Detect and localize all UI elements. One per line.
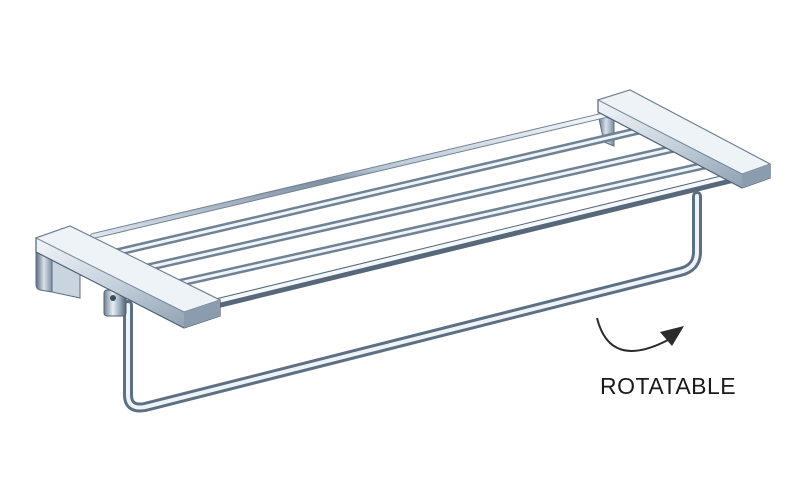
rotating-towel-bar	[123, 191, 702, 413]
pivot-joint	[103, 289, 127, 317]
shelf-rails	[90, 111, 745, 310]
rotatable-caption: ROTATABLE	[600, 373, 737, 399]
rotate-arrow-icon	[596, 317, 684, 352]
end-plate-right	[596, 89, 772, 189]
end-plate-left	[34, 225, 222, 329]
